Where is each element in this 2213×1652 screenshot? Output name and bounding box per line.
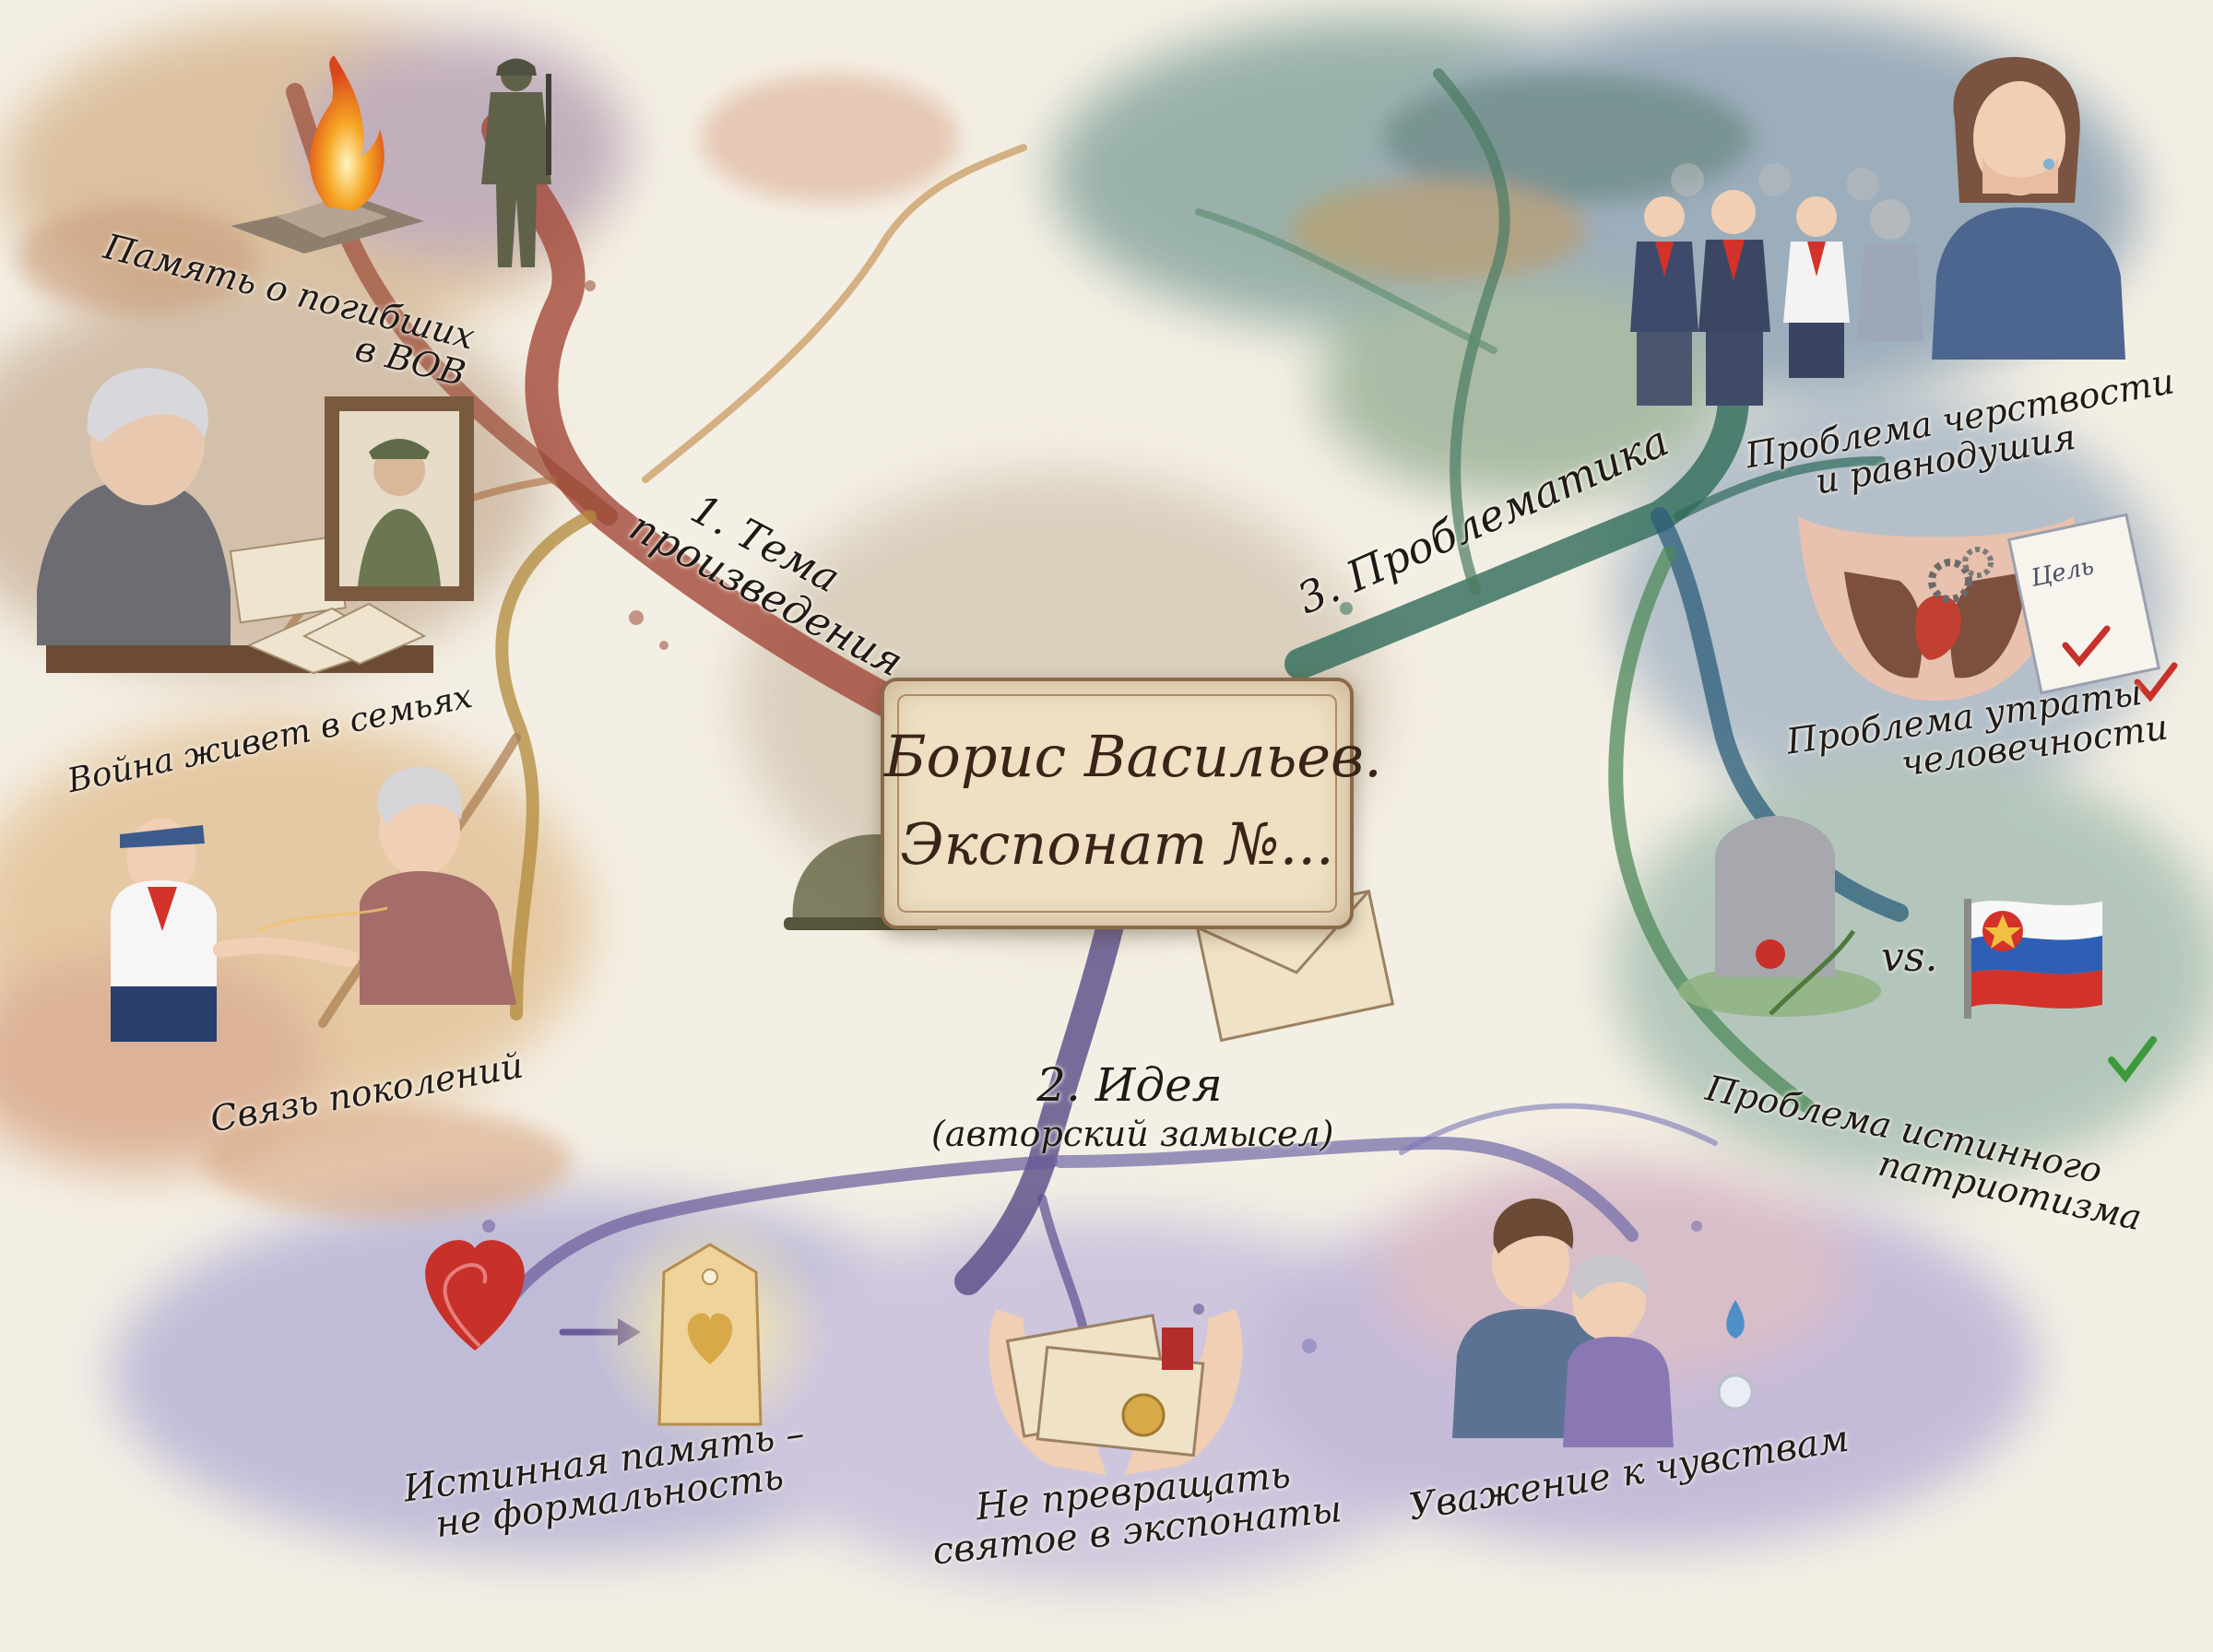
gravestone-with-carnation-icon xyxy=(1678,816,1881,1017)
hugging-couple-icon xyxy=(1452,1198,1674,1447)
pioneer-and-elder-handshake-icon xyxy=(111,766,516,1042)
hands-holding-letters-icon xyxy=(988,1309,1243,1475)
branch-problems xyxy=(1195,68,1909,1114)
checklist-document-icon: Цель xyxy=(2006,513,2178,702)
center-title-card: Борис Васильев. Экспонат №... xyxy=(881,678,1382,929)
branch-idea xyxy=(491,908,1718,1369)
soldier-statue-icon xyxy=(481,58,551,267)
center-card-inner-border xyxy=(897,694,1337,913)
glowing-tag-icon xyxy=(590,1208,830,1447)
branch-label-idea-line1: 2. Идея xyxy=(1036,1058,1223,1112)
branch-label-idea-line2: (авторский замысел) xyxy=(931,1114,1334,1154)
grandmother-with-letters-icon xyxy=(37,368,433,675)
crying-woman-icon xyxy=(1932,56,2125,360)
schoolchildren-group-icon xyxy=(1630,163,1923,406)
lungs-with-gears-icon xyxy=(1798,516,2075,701)
tear-drop-icon xyxy=(1717,1300,1754,1410)
soldier-portrait-frame-icon xyxy=(325,396,474,601)
center-title-line2: Экспонат №... xyxy=(900,810,1334,878)
eternal-flame-icon xyxy=(231,55,424,254)
heart-icon xyxy=(425,1240,525,1351)
center-title-line1: Борис Васильев. xyxy=(884,723,1382,790)
flag-with-star-icon xyxy=(1964,899,2157,1083)
vs-text: vs. xyxy=(1881,934,1938,981)
